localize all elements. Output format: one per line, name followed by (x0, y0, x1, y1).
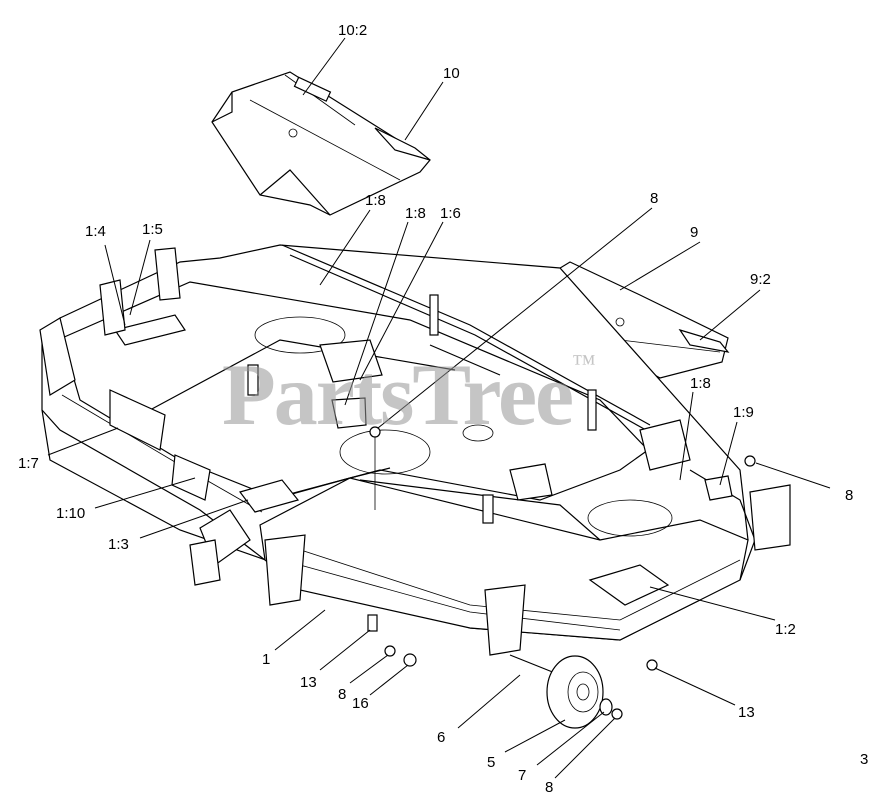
callout-9: 9 (690, 224, 699, 241)
callout-10: 10 (443, 65, 460, 82)
callout-5: 5 (487, 754, 496, 771)
callout-7: 7 (518, 767, 527, 784)
watermark-trademark: ™ (572, 351, 595, 377)
leader-lines (47, 37, 831, 779)
callout-1-8-b: 1:8 (405, 205, 426, 222)
baffle-10 (211, 71, 431, 216)
callout-1-2: 1:2 (775, 621, 796, 638)
caster-wheel (509, 654, 623, 729)
callout-1-5: 1:5 (142, 221, 163, 238)
callout-1-10: 1:10 (56, 505, 86, 522)
callout-13-right: 13 (738, 704, 755, 721)
callout-1-8-c: 1:8 (690, 375, 711, 392)
callout-6: 6 (437, 729, 446, 746)
callout-1-4: 1:4 (85, 223, 106, 240)
partstree-watermark: PartsTree™ (222, 351, 596, 440)
callout-10-2: 10:2 (338, 22, 368, 39)
callout-16: 16 (352, 695, 369, 712)
callout-9-2: 9:2 (750, 271, 771, 288)
callout-1-8-a: 1:8 (365, 192, 386, 209)
callout-8-bottom: 8 (338, 686, 347, 703)
deck-body (39, 244, 791, 671)
callout-1-3: 1:3 (108, 536, 129, 553)
callout-edge: 3 (860, 751, 869, 768)
watermark-text: PartsTree (222, 347, 574, 444)
callout-1-9: 1:9 (733, 404, 754, 421)
callout-1: 1 (262, 651, 271, 668)
callout-8-top: 8 (650, 190, 659, 207)
callout-8-right: 8 (845, 487, 854, 504)
callout-1-6: 1:6 (440, 205, 461, 222)
callout-13-left: 13 (300, 674, 317, 691)
callout-1-7: 1:7 (18, 455, 39, 472)
callout-8-wheel: 8 (545, 779, 554, 796)
